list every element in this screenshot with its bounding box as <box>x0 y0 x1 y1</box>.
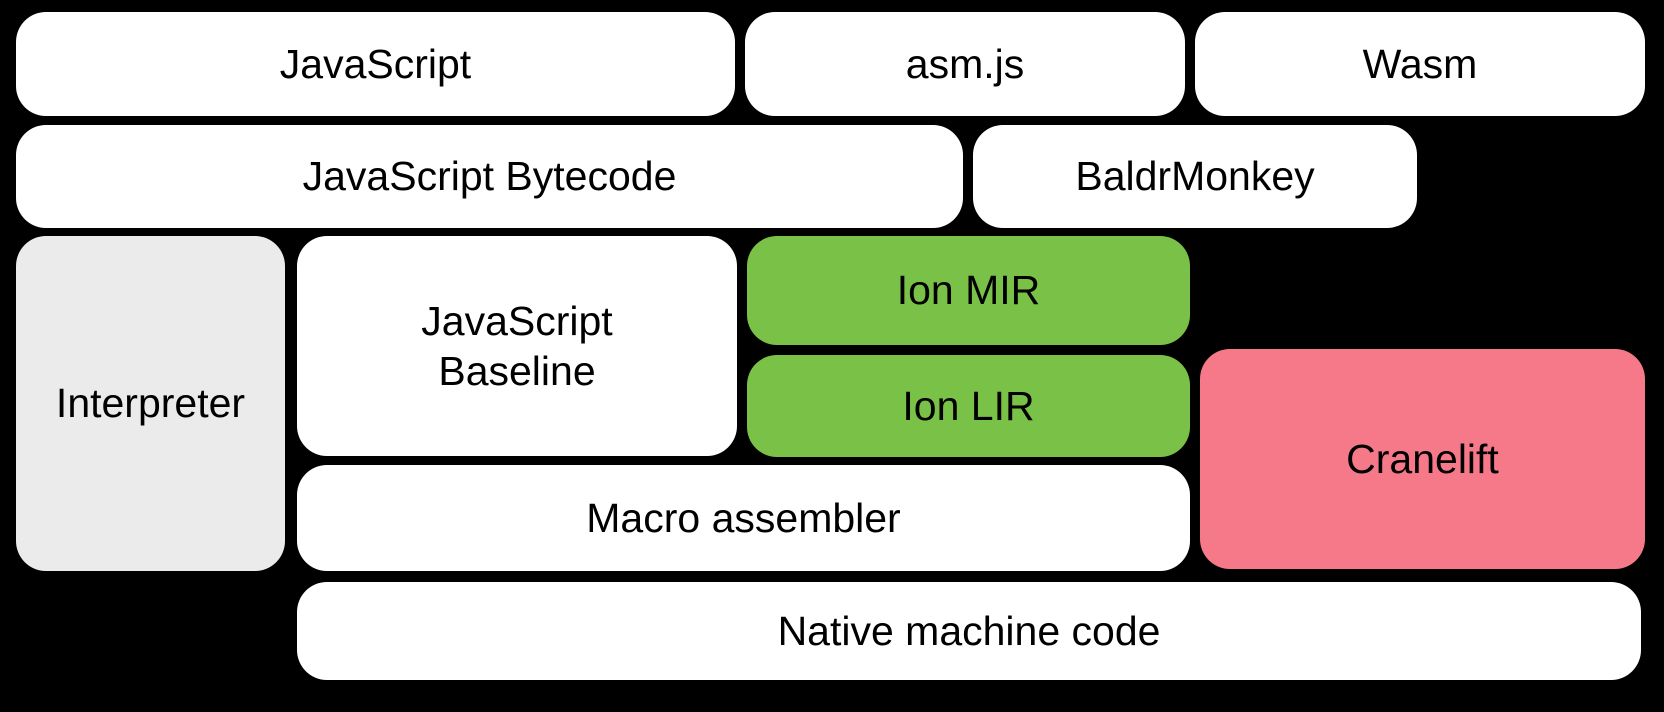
node-asmjs: asm.js <box>745 12 1185 116</box>
node-ion-lir: Ion LIR <box>747 355 1190 457</box>
node-macro-assembler: Macro assembler <box>297 465 1190 571</box>
node-ion-mir: Ion MIR <box>747 236 1190 345</box>
node-javascript: JavaScript <box>16 12 735 116</box>
node-native-machine-code: Native machine code <box>297 582 1641 680</box>
node-cranelift: Cranelift <box>1200 349 1645 569</box>
node-javascript-bytecode: JavaScript Bytecode <box>16 125 963 228</box>
node-wasm: Wasm <box>1195 12 1645 116</box>
node-baldrmonkey: BaldrMonkey <box>973 125 1417 228</box>
node-javascript-baseline: JavaScript Baseline <box>297 236 737 456</box>
node-interpreter: Interpreter <box>16 236 285 571</box>
